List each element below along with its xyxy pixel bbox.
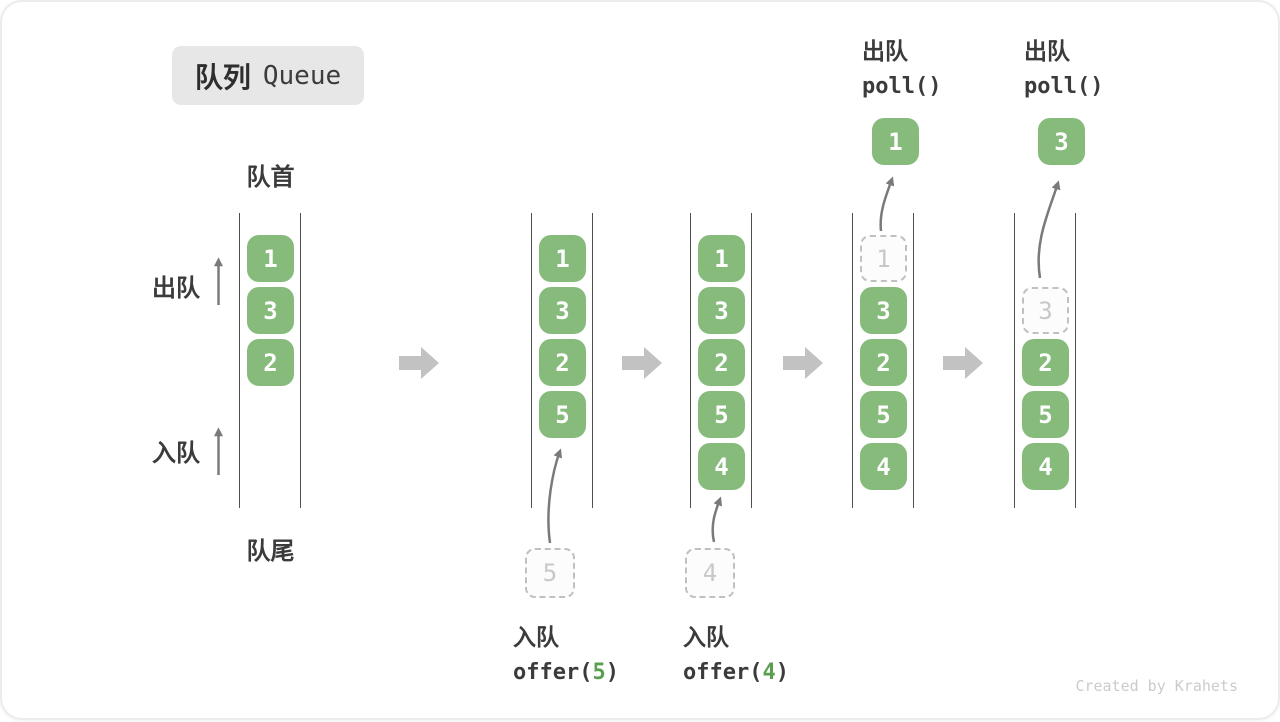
dequeue-direction-label: 出队 [152, 275, 200, 302]
queue-item: 1 [539, 235, 586, 282]
queue-rear-label: 队尾 [246, 538, 295, 565]
operation-poll-1: 出队 poll() [862, 32, 941, 99]
operation-enqueue-4-label: 入队 [683, 624, 729, 650]
operation-poll-1-code: poll() [862, 74, 942, 99]
state-transition-arrow-2 [622, 347, 662, 379]
operation-enqueue-4: 入队 offer(4) [683, 618, 789, 685]
queue-item: 3 [698, 287, 745, 334]
queue-container-1: 1 3 2 [239, 213, 301, 508]
queue-item: 5 [698, 391, 745, 438]
operation-poll-1-label: 出队 [862, 38, 908, 64]
queue-front-label: 队首 [246, 164, 295, 191]
queue-container-4: 1 3 2 5 4 [852, 213, 914, 508]
queue-item: 4 [860, 443, 907, 490]
title-english: Queue [262, 60, 342, 91]
queue-container-3: 1 3 2 5 4 [690, 213, 752, 508]
queue-item: 5 [1022, 391, 1069, 438]
queue-item: 1 [698, 235, 745, 282]
queue-item: 5 [860, 391, 907, 438]
incoming-item-5: 5 [525, 548, 575, 598]
title-badge: 队列 Queue [172, 46, 364, 105]
queue-item: 3 [539, 287, 586, 334]
queue-item: 5 [539, 391, 586, 438]
state-transition-arrow-4 [943, 347, 983, 379]
queue-container-2: 1 3 2 5 [531, 213, 593, 508]
operation-enqueue-5: 入队 offer(5) [513, 618, 619, 685]
operation-poll-2-code: poll() [1024, 74, 1104, 99]
operation-enqueue-4-code: offer(4) [683, 660, 789, 685]
queue-item: 2 [698, 339, 745, 386]
incoming-item-4: 4 [685, 548, 735, 598]
operation-poll-2-label: 出队 [1024, 38, 1070, 64]
watermark: Created by Krahets [1075, 677, 1238, 695]
operation-enqueue-5-label: 入队 [513, 624, 559, 650]
state-transition-arrow-1 [399, 347, 439, 379]
polled-item-1: 1 [872, 118, 919, 165]
queue-item: 2 [539, 339, 586, 386]
queue-item: 1 [247, 235, 294, 282]
queue-item: 3 [860, 287, 907, 334]
state-transition-arrow-3 [783, 347, 823, 379]
title-chinese: 队列 [194, 61, 251, 93]
removed-item-slot: 3 [1022, 287, 1069, 334]
queue-item: 2 [860, 339, 907, 386]
removed-item-slot: 1 [860, 235, 907, 282]
queue-item: 2 [1022, 339, 1069, 386]
queue-item: 4 [698, 443, 745, 490]
queue-item: 3 [247, 287, 294, 334]
polled-item-3: 3 [1038, 118, 1085, 165]
queue-item: 2 [247, 339, 294, 386]
operation-enqueue-5-code: offer(5) [513, 660, 619, 685]
queue-container-5: 3 2 5 4 [1014, 213, 1076, 508]
enqueue-direction-label: 入队 [152, 440, 200, 467]
operation-poll-2: 出队 poll() [1024, 32, 1103, 99]
queue-item: 4 [1022, 443, 1069, 490]
